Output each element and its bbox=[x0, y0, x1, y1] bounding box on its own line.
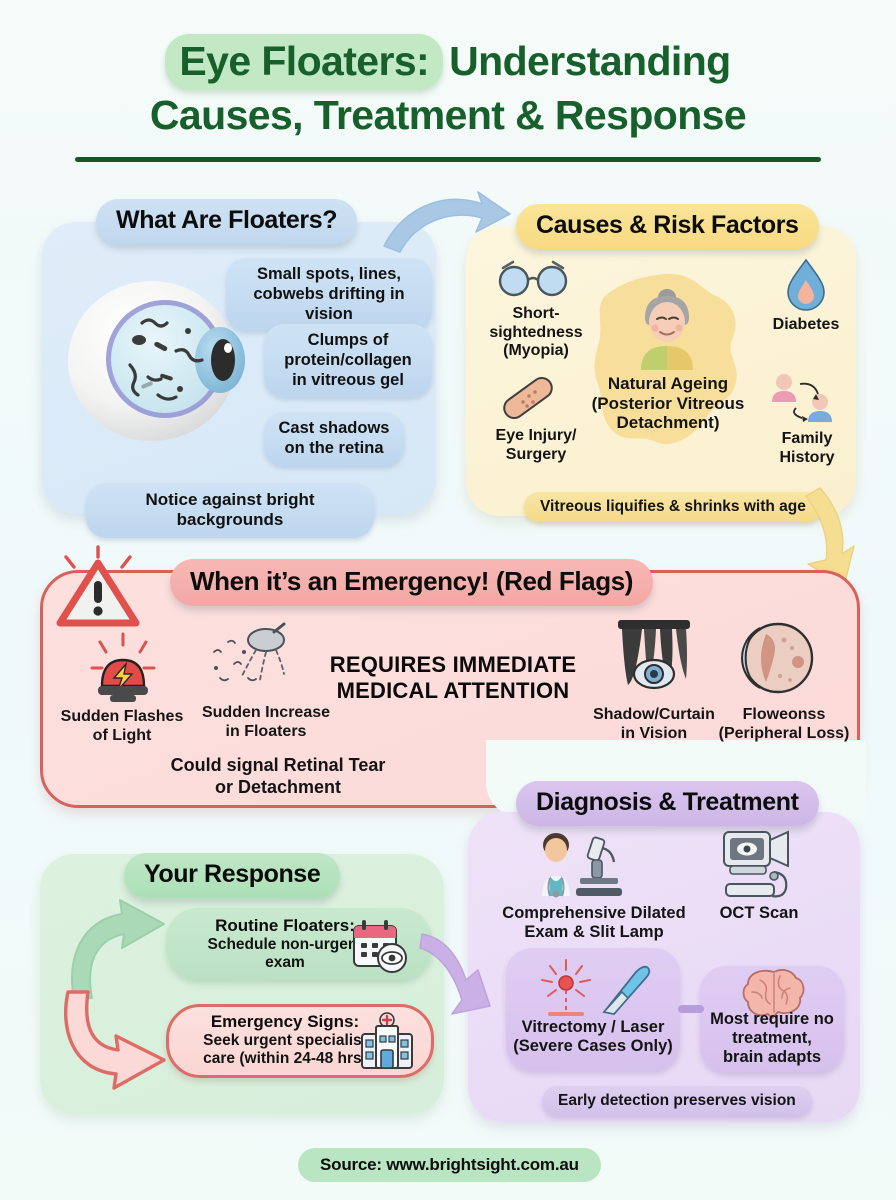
laser-scalpel-icon bbox=[536, 958, 652, 1020]
cause-label-diabetes: Diabetes bbox=[772, 316, 840, 333]
hospital-icon bbox=[358, 1012, 416, 1070]
source-badge: Source: www.brightsight.com.au bbox=[298, 1148, 601, 1182]
floaters-footnote: Notice against bright backgrounds bbox=[86, 483, 374, 538]
cause-label-eye-injury: Eye Injury/ Surgery bbox=[495, 427, 577, 463]
panel-emergency-header: When it’s an Emergency! (Red Flags) bbox=[170, 559, 654, 606]
panel-causes-header: Causes & Risk Factors bbox=[516, 204, 819, 249]
bandage-icon bbox=[497, 372, 559, 422]
emergency-footnote: Could signal Retinal Tear or Detachment bbox=[170, 755, 386, 797]
green-response-arrow-icon bbox=[64, 896, 182, 1004]
retina-eye-icon bbox=[740, 618, 816, 698]
red-response-arrow-icon bbox=[58, 988, 182, 1092]
panel-diagnosis-header: Diagnosis & Treatment bbox=[516, 781, 819, 826]
response-emergency-text: Emergency Signs: Seek urgent specialist … bbox=[178, 1012, 392, 1069]
siren-icon bbox=[86, 628, 160, 704]
title-divider bbox=[75, 157, 821, 162]
arrow-floaters-to-causes-icon bbox=[378, 188, 518, 258]
panel-your-response-header: Your Response bbox=[124, 853, 341, 898]
elderly-person-icon bbox=[627, 288, 707, 370]
title-highlight: Eye Floaters: bbox=[165, 34, 444, 90]
response-emergency-title: Emergency Signs: bbox=[210, 1012, 360, 1031]
diagnosis-label-exam: Comprehensive Dilated Exam & Slit Lamp bbox=[502, 904, 686, 942]
water-drop-icon bbox=[784, 258, 828, 312]
title-line1-rest: Understanding bbox=[449, 38, 731, 84]
floaters-bullet-2: Clumps of protein/collagen in vitreous g… bbox=[264, 324, 432, 398]
calendar-eye-icon bbox=[350, 918, 410, 974]
emergency-callout: REQUIRES IMMEDIATE MEDICAL ATTENTION bbox=[329, 652, 577, 703]
treatment-label-vitrectomy: Vitrectomy / Laser (Severe Cases Only) bbox=[513, 1018, 673, 1056]
arrow-response-to-diagnosis-icon bbox=[412, 928, 534, 1032]
response-emergency-body: Seek urgent specialist care (within 24-4… bbox=[203, 1032, 367, 1068]
emergency-label-increase: Sudden Increase in Floaters bbox=[201, 704, 331, 740]
treatment-label-brain-adapts: Most require no treatment, brain adapts bbox=[710, 1010, 834, 1067]
title-line2: Causes, Treatment & Response bbox=[149, 92, 747, 138]
doctor-microscope-icon bbox=[530, 830, 626, 902]
cause-label-natural-ageing: Natural Ageing (Posterior Vitreous Detac… bbox=[591, 374, 745, 433]
response-routine-text: Routine Floaters: Schedule non-urgent ex… bbox=[182, 916, 388, 973]
shower-floaters-icon bbox=[204, 622, 290, 702]
warning-triangle-icon bbox=[52, 545, 144, 631]
eyeball-illustration bbox=[60, 262, 258, 460]
emergency-label-peripheral-loss: Floweonss (Peripheral Loss) bbox=[718, 706, 850, 742]
curtain-eye-icon bbox=[608, 618, 700, 704]
panel-what-are-floaters-header: What Are Floaters? bbox=[96, 199, 358, 244]
floaters-bullet-1: Small spots, lines, cobwebs drifting in … bbox=[226, 258, 432, 332]
treatment-box-vitrectomy bbox=[506, 948, 680, 1070]
causes-footnote: Vitreous liquifies & shrinks with age bbox=[524, 492, 822, 522]
emergency-label-flashes: Sudden Flashes of Light bbox=[60, 708, 184, 744]
emergency-label-shadow-curtain: Shadow/Curtain in Vision bbox=[593, 706, 715, 742]
cause-label-family-history: Family History bbox=[779, 430, 835, 466]
family-icon bbox=[770, 372, 842, 428]
glasses-icon bbox=[495, 258, 571, 302]
diagnosis-label-oct: OCT Scan bbox=[719, 904, 799, 922]
brain-icon bbox=[740, 968, 808, 1020]
treatment-connector bbox=[678, 1005, 704, 1013]
page-title: Eye Floaters:Understanding Causes, Treat… bbox=[0, 34, 896, 140]
cause-label-myopia: Short- sightedness (Myopia) bbox=[489, 305, 583, 360]
response-routine-title: Routine Floaters: bbox=[215, 916, 355, 935]
floaters-bullet-3: Cast shadows on the retina bbox=[264, 412, 404, 466]
diagnosis-footnote: Early detection preserves vision bbox=[542, 1086, 812, 1116]
oct-scanner-icon bbox=[716, 828, 802, 904]
response-routine-body: Schedule non-urgent exam bbox=[207, 936, 363, 972]
